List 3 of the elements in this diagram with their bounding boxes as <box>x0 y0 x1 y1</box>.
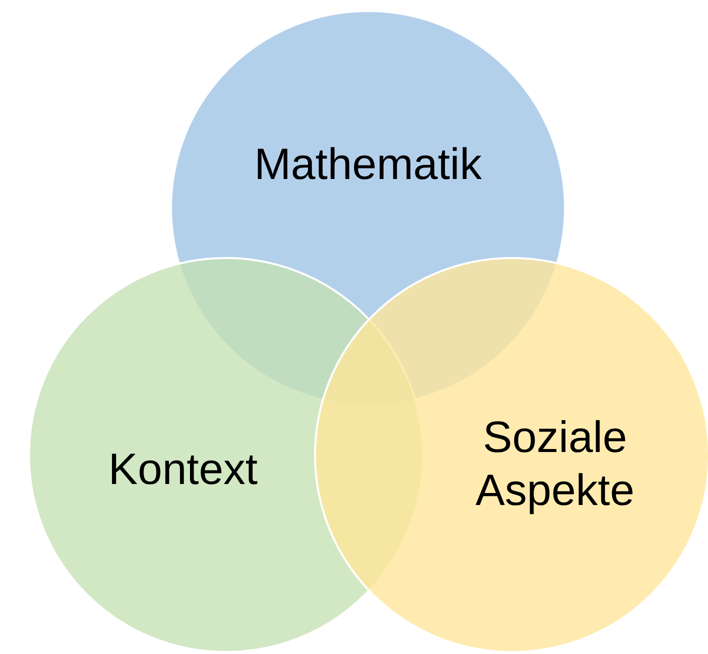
circle-label: Mathematik <box>253 138 483 190</box>
circle-label: Kontext <box>107 444 259 496</box>
circle-label: Soziale Aspekte <box>474 412 636 517</box>
